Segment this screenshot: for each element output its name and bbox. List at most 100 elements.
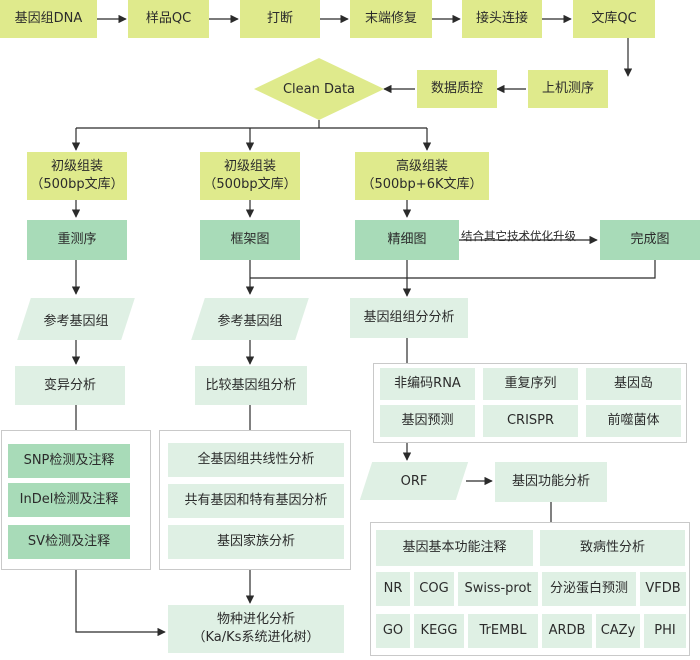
left-reference-genome-node: 参考基因组 [17,298,135,340]
resequencing-label: 重测序 [57,232,97,248]
arrow-left-panel-to-evolution [75,570,166,637]
trembl-label: TrEMBL [479,623,527,639]
fine-map-label: 精细图 [387,232,427,248]
shared-unique-genes-label: 共有基因和特有基因分析 [184,493,328,509]
nr-node: NR [376,572,410,606]
variant-analysis-label: 变异分析 [43,377,96,393]
primary-assembly-b-title: 初级组装 [223,159,276,175]
ncrna-label: 非编码RNA [394,376,461,392]
data-qc-node: 数据质控 [417,70,497,108]
phi-node: PHI [644,614,686,648]
gene-island-label: 基因岛 [613,376,653,392]
gene-prediction-node: 基因预测 [380,405,475,437]
cazy-node: CAZy [596,614,640,648]
advanced-assembly-node: 高级组装 （500bp+6K文库） [355,152,489,200]
scaffold-node: 框架图 [200,220,300,260]
sv-label: SV检测及注释 [27,534,111,550]
synteny-node: 全基因组共线性分析 [168,443,344,477]
library-qc-node: 文库QC [573,0,655,38]
crispr-node: CRISPR [483,405,578,437]
orf-label: ORF [400,473,428,489]
indel-label: InDel检测及注释 [19,492,119,508]
line-complete-to-merge [250,260,656,279]
left-reference-genome-label: 参考基因组 [43,313,109,329]
go-node: GO [376,614,410,648]
ardb-node: ARDB [542,614,592,648]
repeats-label: 重复序列 [504,376,557,392]
kegg-node: KEGG [414,614,464,648]
swissprot-node: Swiss-prot [458,572,538,606]
nr-label: NR [383,581,403,597]
fragmentation-label: 打断 [266,11,293,27]
crispr-label: CRISPR [506,413,555,429]
middle-reference-genome-label: 参考基因组 [217,313,283,329]
snp-label: SNP检测及注释 [23,453,115,469]
primary-assembly-b-node: 初级组装 （500bp文库） [200,152,300,200]
ncrna-node: 非编码RNA [380,368,475,400]
basic-annotation-node: 基因基本功能注释 [376,530,533,566]
upgrade-edge-label: 结合其它技术优化升级 [461,229,576,243]
fine-map-node: 精细图 [355,220,459,260]
sv-node: SV检测及注释 [8,525,130,559]
evolution-analysis-subtitle: （Ka/Ks系统进化树） [192,630,320,645]
clean-data-diamond [254,58,384,120]
pathogenicity-label: 致病性分析 [579,540,645,556]
orf-node: ORF [359,462,469,500]
go-label: GO [382,623,404,639]
end-repair-label: 末端修复 [364,11,417,27]
middle-reference-genome-node: 参考基因组 [191,298,309,340]
vfdb-node: VFDB [640,572,686,606]
prophage-label: 前噬菌体 [607,413,660,429]
component-analysis-node: 基因组组分分析 [350,298,468,338]
end-repair-node: 末端修复 [350,0,432,38]
synteny-label: 全基因组共线性分析 [197,452,315,468]
cog-label: COG [419,581,449,597]
pathogenicity-node: 致病性分析 [540,530,685,566]
vfdb-label: VFDB [645,581,681,597]
adapter-ligation-node: 接头连接 [462,0,542,38]
primary-assembly-a-title: 初级组装 [50,159,103,175]
adapter-ligation-label: 接头连接 [475,11,528,27]
comparative-genomics-label: 比较基因组分析 [205,377,297,393]
cog-node: COG [414,572,454,606]
genomic-dna-node: 基因组DNA [0,0,97,38]
shared-unique-genes-node: 共有基因和特有基因分析 [168,484,344,518]
library-qc-label: 文库QC [591,11,637,27]
gene-function-analysis-node: 基因功能分析 [495,462,607,502]
primary-assembly-a-node: 初级组装 （500bp文库） [27,152,127,200]
prophage-node: 前噬菌体 [586,405,681,437]
resequencing-node: 重测序 [27,220,127,260]
evolution-analysis-node: 物种进化分析 （Ka/Ks系统进化树） [168,605,344,653]
variant-analysis-node: 变异分析 [15,366,125,405]
gene-prediction-label: 基因预测 [401,413,454,429]
phi-label: PHI [654,623,676,639]
advanced-assembly-title: 高级组装 [395,159,448,175]
secreted-protein-node: 分泌蛋白预测 [542,572,636,606]
comparative-genomics-node: 比较基因组分析 [195,366,307,405]
complete-map-label: 完成图 [630,232,670,248]
secreted-protein-label: 分泌蛋白预测 [549,581,628,597]
sequencing-label: 上机测序 [541,81,594,97]
swissprot-label: Swiss-prot [464,581,532,597]
sample-qc-label: 样品QC [145,11,192,27]
complete-map-node: 完成图 [600,220,700,260]
cazy-label: CAZy [600,623,636,639]
evolution-analysis-title: 物种进化分析 [216,612,295,628]
gene-family-node: 基因家族分析 [168,525,344,559]
sample-qc-node: 样品QC [128,0,209,38]
fragmentation-node: 打断 [240,0,320,38]
trembl-node: TrEMBL [468,614,538,648]
scaffold-label: 框架图 [230,232,270,248]
gene-function-analysis-label: 基因功能分析 [511,474,590,490]
indel-node: InDel检测及注释 [8,483,130,517]
data-qc-label: 数据质控 [430,81,483,97]
gene-island-node: 基因岛 [586,368,681,400]
clean-data-label: Clean Data [282,81,356,97]
basic-annotation-label: 基因基本功能注释 [402,540,507,556]
snp-node: SNP检测及注释 [8,444,130,478]
primary-assembly-a-subtitle: （500bp文库） [30,177,124,192]
primary-assembly-b-subtitle: （500bp文库） [203,177,297,192]
ardb-label: ARDB [548,623,586,639]
component-analysis-label: 基因组组分分析 [363,310,455,326]
